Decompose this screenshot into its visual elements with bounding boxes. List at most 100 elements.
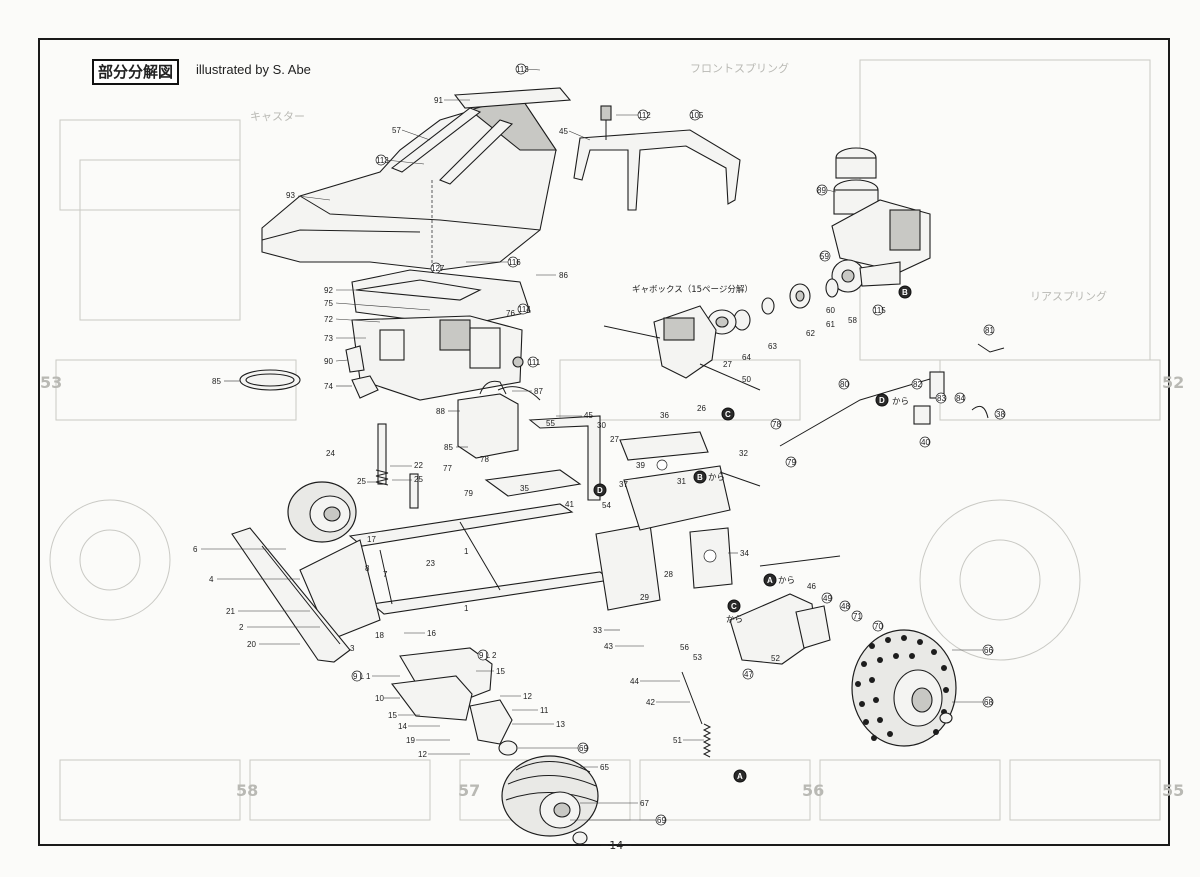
part-labels: 113 91 57 113 93 112 105 45 89 59 127 11… (193, 63, 1005, 826)
rear-wheel (851, 629, 957, 747)
label-79b: 79 (787, 458, 796, 467)
label-62: 62 (806, 329, 815, 338)
ghost-text-caster: キャスター (250, 110, 305, 123)
label-10: 10 (375, 694, 384, 703)
marker-b: B (697, 473, 703, 482)
label-92: 92 (324, 286, 333, 295)
label-83: 83 (937, 394, 946, 403)
label-27a: 27 (610, 435, 619, 444)
label-112: 112 (638, 111, 651, 120)
part-74 (351, 375, 379, 399)
label-74: 74 (324, 382, 333, 391)
steering-link: A (681, 671, 747, 783)
chassis (299, 415, 612, 641)
label-11: 11 (540, 706, 549, 715)
label-82: 82 (913, 380, 922, 389)
body-shell (261, 95, 558, 271)
label-77: 77 (443, 464, 452, 473)
label-90: 90 (324, 357, 333, 366)
label-93: 93 (286, 191, 295, 200)
label-42: 42 (646, 698, 655, 707)
label-2: 2 (239, 623, 244, 632)
rear-bumper-frame (573, 105, 741, 211)
label-111: 111 (528, 358, 541, 367)
label-78b: 78 (772, 420, 781, 429)
label-72: 72 (324, 315, 333, 324)
label-70: 70 (874, 622, 883, 631)
label-25b: 25 (414, 475, 423, 484)
label-18: 18 (375, 631, 384, 640)
label-113a: 113 (516, 65, 529, 74)
label-67: 67 (640, 799, 649, 808)
front-wheel-right (498, 740, 599, 845)
label-79: 79 (464, 489, 473, 498)
marker-a-bottom: A (737, 772, 743, 781)
label-7: 7 (383, 570, 388, 579)
label-15a: 15 (496, 667, 505, 676)
label-57: 57 (392, 126, 401, 135)
label-53: 53 (693, 653, 702, 662)
label-71: 71 (853, 612, 862, 621)
label-48: 48 (841, 602, 850, 611)
label-31: 31 (677, 477, 686, 486)
label-80: 80 (840, 380, 849, 389)
label-14: 14 (398, 722, 407, 731)
label-12a: 12 (523, 692, 532, 701)
marker-b-from: から (708, 473, 725, 483)
label-9L1: 9 L 1 (353, 672, 371, 681)
label-85b: 85 (444, 443, 453, 452)
marker-d: D (597, 486, 603, 495)
label-73: 73 (324, 334, 333, 343)
rear-arm (729, 555, 841, 665)
gearbox-callout: ギャボックス（15ページ分解） (632, 284, 753, 295)
label-39: 39 (636, 461, 645, 470)
marker-c-gearbox: C (725, 410, 731, 419)
label-16: 16 (427, 629, 436, 638)
label-115: 115 (873, 306, 886, 315)
label-30: 30 (597, 421, 606, 430)
label-64: 64 (742, 353, 751, 362)
ghost-text-rear-spring: リアスプリング (1030, 289, 1107, 303)
label-60: 60 (826, 306, 835, 315)
label-40: 40 (921, 438, 930, 447)
label-58: 58 (848, 316, 857, 325)
label-1b: 1 (464, 604, 469, 613)
label-15b: 15 (388, 711, 397, 720)
label-9L2: 9 L 2 (479, 651, 497, 660)
label-44: 44 (630, 677, 639, 686)
ghost-page-58: 58 (236, 781, 258, 800)
label-91: 91 (434, 96, 443, 105)
label-50: 50 (742, 375, 751, 384)
label-81: 81 (985, 326, 994, 335)
label-43: 43 (604, 642, 613, 651)
label-28: 28 (664, 570, 673, 579)
page-number: −14− (600, 839, 633, 852)
marker-a: A (767, 576, 773, 585)
label-85a: 85 (212, 377, 221, 386)
label-34: 34 (740, 549, 749, 558)
ghost-page-56: 56 (802, 781, 824, 800)
label-63: 63 (768, 342, 777, 351)
ghost-page-55: 55 (1162, 781, 1184, 800)
label-69b: 69 (657, 816, 666, 825)
label-65: 65 (600, 763, 609, 772)
label-24: 24 (326, 449, 335, 458)
belt-inner (245, 373, 295, 387)
marker-c-from: から (726, 615, 743, 625)
label-87: 87 (534, 387, 543, 396)
rear-plates (595, 431, 761, 611)
label-51: 51 (673, 736, 682, 745)
label-84: 84 (956, 394, 965, 403)
label-47: 47 (744, 670, 753, 679)
sheet-frame (38, 38, 1170, 846)
front-wheel-left (287, 481, 357, 543)
label-86: 86 (559, 271, 568, 280)
label-3: 3 (350, 644, 355, 653)
label-8: 8 (365, 564, 370, 573)
label-52: 52 (771, 654, 780, 663)
label-4: 4 (209, 575, 214, 584)
fuel-tank (457, 380, 541, 459)
label-45a: 45 (559, 127, 568, 136)
label-21: 21 (226, 607, 235, 616)
